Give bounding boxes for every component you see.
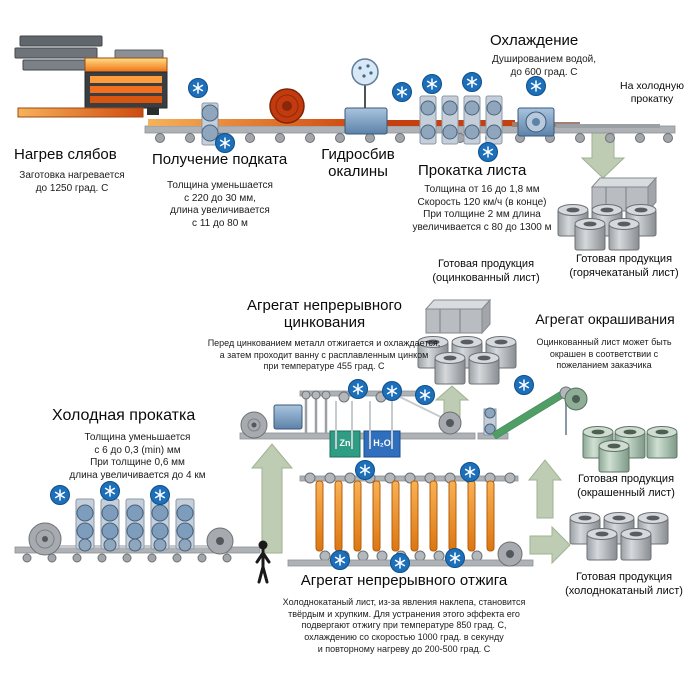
sheet-rolling-desc: Толщина от 16 до 1,8 мм Скорость 120 км/… (412, 184, 552, 233)
slab-stack (14, 35, 164, 71)
painted-strip (491, 388, 569, 440)
hot-product (557, 177, 657, 251)
snowflake-icon (389, 552, 411, 574)
snowflake-icon (444, 547, 466, 569)
snowflake-icon (354, 459, 376, 481)
packed-sheets (425, 299, 491, 334)
annealing-line (287, 472, 534, 567)
painting-line (477, 386, 588, 440)
water-spray-icon (421, 73, 443, 95)
flow-arrow-up-galvanized-product (434, 385, 470, 419)
painted-coil (646, 426, 678, 459)
roughing-mill (201, 102, 219, 146)
snowflake-icon (99, 480, 121, 502)
sheet-rolling-title: Прокатка листа (418, 162, 527, 179)
cooling-desc: Душированием водой, до 600 град. С (491, 54, 597, 78)
snowflake-icon (513, 374, 535, 396)
heating-desc: Заготовка нагревается до 1250 град. С (19, 170, 125, 194)
snowflake-icon (347, 378, 369, 400)
cold-rolling-title: Холодная прокатка (52, 407, 196, 424)
water-spray-icon (187, 77, 209, 99)
human-figure (255, 540, 271, 584)
flow-arrow-down-hot-product (580, 125, 626, 179)
pressure-gauge-icon (351, 58, 379, 86)
cold-rolling-desc: Толщина уменьшается с 6 до 0,3 (min) мм … (69, 432, 206, 481)
descaler (344, 58, 388, 135)
snowflake-icon (414, 384, 436, 406)
to-cold-rolling-label: На холодную прокатку (620, 80, 684, 106)
flow-arrow-up-to-galvanizing (250, 443, 294, 554)
flow-arrows (250, 125, 626, 565)
painted-coil (598, 440, 630, 473)
coiler (517, 107, 555, 137)
steel-coil (586, 528, 618, 561)
finishing-mill (419, 95, 503, 145)
descaling-title: Гидросбив окалины (321, 146, 395, 180)
cold-rolling-mill (14, 498, 261, 563)
annealing-desc: Холоднокатаный лист, из-за явления накле… (282, 597, 526, 654)
annealing-title: Агрегат непрерывного отжига (300, 572, 508, 589)
steel-coil (468, 352, 500, 385)
cooling-title: Охлаждение (490, 32, 579, 49)
water-spray-icon (477, 141, 499, 163)
water-spray-icon (525, 75, 547, 97)
steel-coil (608, 218, 640, 251)
steel-coil (574, 218, 606, 251)
snowflake-icon (149, 484, 171, 506)
product-cold-label: Готовая продукция (холоднокатаный лист) (565, 571, 683, 598)
heated-slab (17, 107, 144, 118)
water-spray-icon (214, 132, 236, 154)
painting-title: Агрегат окрашивания (535, 311, 675, 327)
annealing-furnace-box (273, 404, 303, 430)
product-painted-label: Готовая продукция (окрашенный лист) (577, 473, 675, 500)
water-spray-icon (391, 81, 413, 103)
painting-desc: Оцинкованный лист может быть окрашен в с… (536, 337, 672, 371)
reheating-furnace (84, 57, 168, 115)
roughing-title: Получение подката (152, 151, 288, 168)
product-hot-label: Готовая продукция (горячекатаный лист) (569, 253, 679, 280)
snowflake-icon (49, 484, 71, 506)
product-galvanized-label: Готовая продукция (оцинкованный лист) (432, 258, 540, 285)
painted-product (582, 426, 678, 473)
hot-coil (269, 88, 305, 124)
flow-arrow-up-to-painting-product (527, 459, 563, 519)
steel-coil (620, 528, 652, 561)
snowflake-icon (381, 380, 403, 402)
roughing-desc: Толщина уменьшается с 220 до 30 мм, длин… (167, 180, 273, 229)
snowflake-icon (329, 549, 351, 571)
heating-title: Нагрев слябов (14, 146, 117, 163)
galvanizing-title: Агрегат непрерывного цинкования (247, 297, 402, 331)
galvanizing-desc: Перед цинкованием металл отжигается и ох… (207, 338, 441, 372)
flow-arrow-right-cold-product (529, 525, 571, 565)
cold-product (569, 512, 669, 561)
water-tank-label: H₂O (373, 438, 391, 448)
zinc-tank-label: Zn (339, 438, 351, 448)
snowflake-icon (459, 461, 481, 483)
